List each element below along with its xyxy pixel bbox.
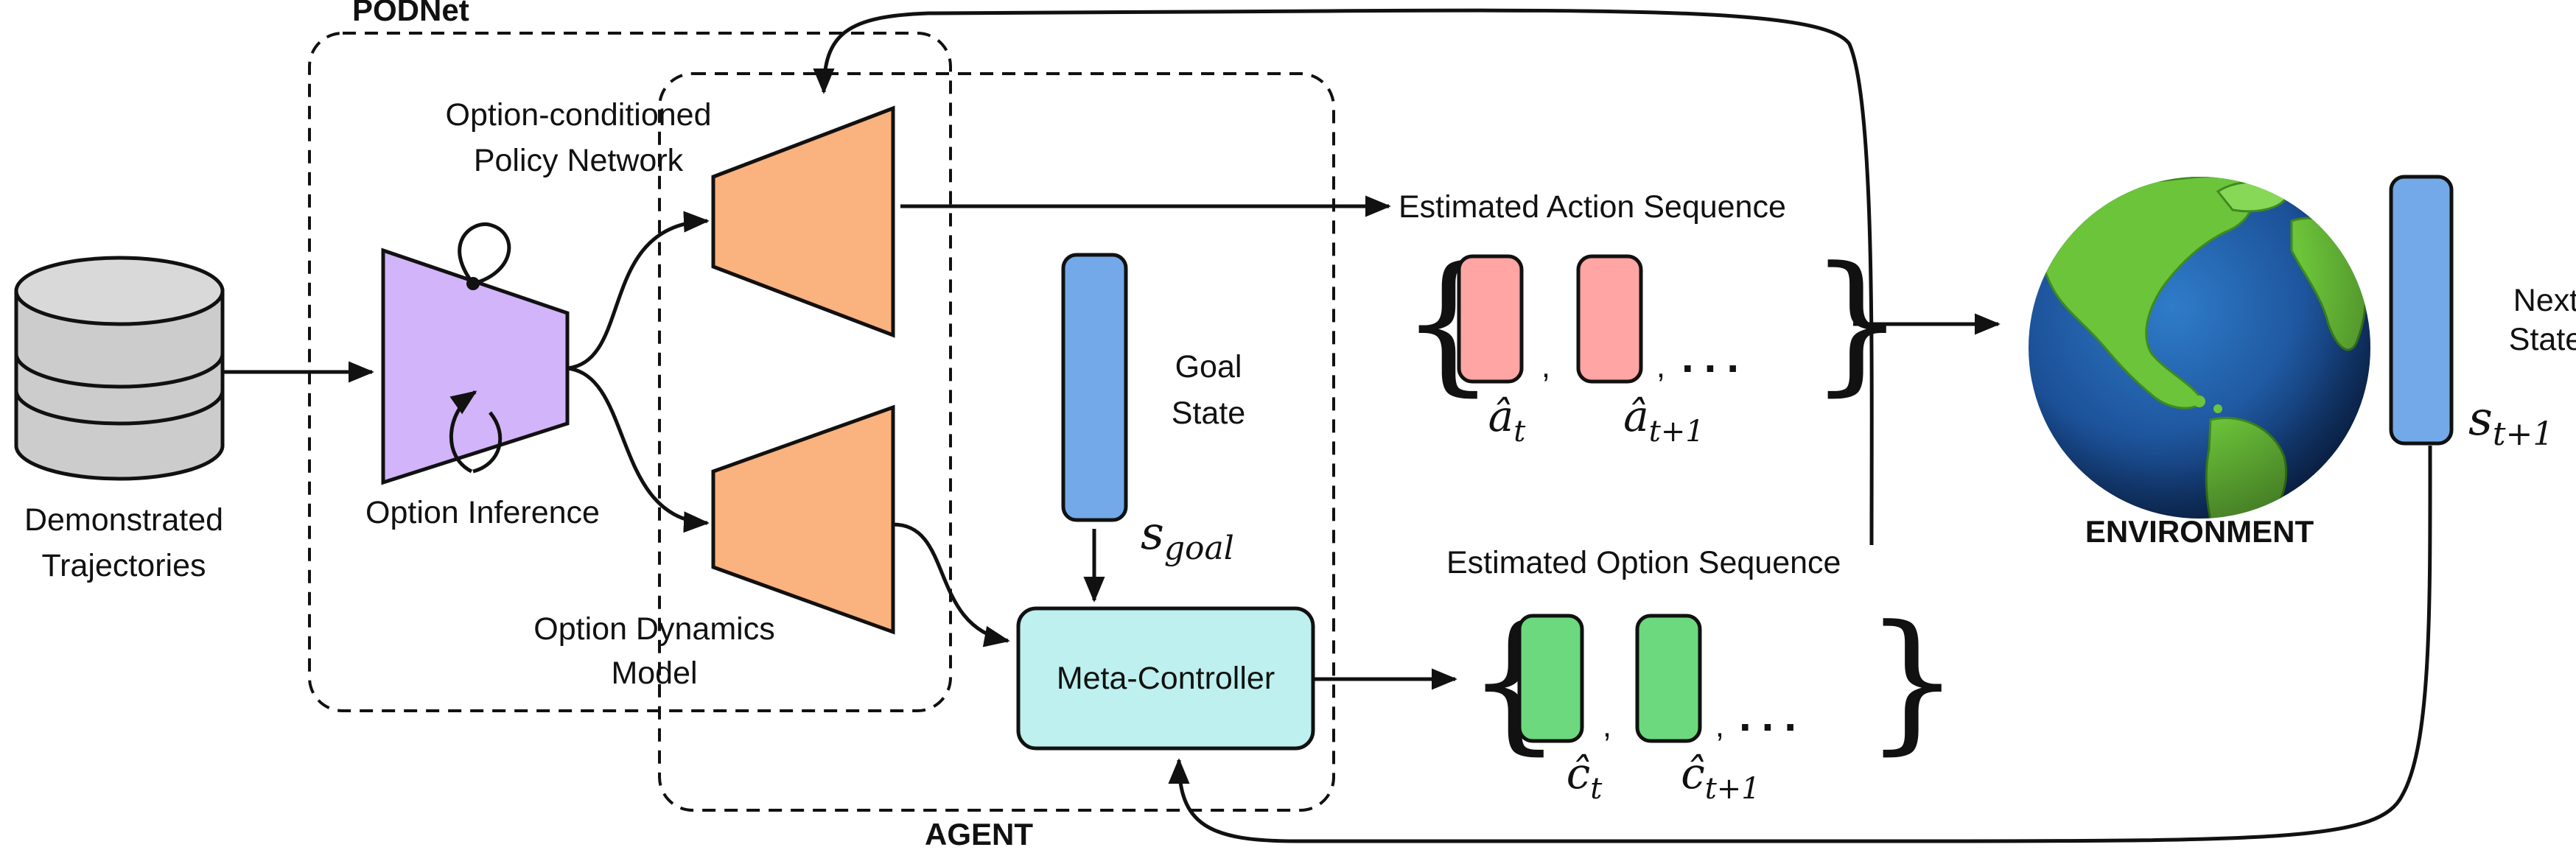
arrow-options-feedback-to-policy [813,8,1874,546]
next-state-label-line1: Next [2513,283,2576,318]
database-icon [14,256,225,481]
action-item-2-symbol: ât+1 [1623,391,1704,449]
recurrent-loop-icon [449,222,511,474]
input-label-line1: Demonstrated [24,502,223,538]
input-label-line2: Trajectories [41,548,206,583]
goal-label-line2: State [1172,396,1245,431]
option-token-1 [1517,614,1584,743]
next-state-symbol: st+1 [2468,392,2553,453]
option-item-1-symbol: ĉt [1567,748,1603,806]
next-state-label-line2: State [2509,322,2576,357]
goal-label-line1: Goal [1175,349,1242,384]
action-token-1 [1457,254,1524,384]
arrow-inference-to-dynamics [567,366,710,533]
agent-group-box [658,72,1335,812]
action-ellipsis: ... [1681,332,1749,382]
meta-controller-label: Meta-Controller [1057,661,1275,696]
option-dynamics-label-line2: Model [611,656,697,691]
agent-title: AGENT [925,817,1033,850]
action-sequence-label: Estimated Action Sequence [1399,189,1786,225]
podnet-title: PODNet [352,0,469,27]
policy-network-label-line2: Policy Network [474,143,684,178]
option-inference-block [381,247,570,485]
action-item-1-symbol: ât [1488,391,1527,449]
arrow-dynamics-to-meta [892,522,1010,647]
option-dynamics-block [711,404,895,635]
environment-label: ENVIRONMENT [2085,514,2314,549]
option-ellipsis: ... [1739,691,1807,740]
arrow-inference-to-policy [567,211,710,370]
option-inference-label: Option Inference [365,495,600,530]
policy-network-label-line1: Option-conditioned [446,97,712,133]
action-separator-1: , [1541,349,1550,384]
next-state-vector [2389,175,2454,446]
policy-network-block [711,105,895,338]
goal-state-vector [1061,253,1128,522]
option-dynamics-label-line1: Option Dynamics [533,611,774,647]
goal-symbol: sgoal [1141,506,1234,567]
globe-icon [2029,177,2370,519]
option-sequence-label: Estimated Option Sequence [1446,545,1841,580]
action-token-2 [1576,254,1643,384]
option-separator-1: , [1603,709,1611,744]
option-separator-2: , [1715,709,1724,744]
option-token-2 [1635,614,1702,743]
arrow-next-state-to-meta [1168,445,2432,843]
option-item-2-symbol: ĉt+1 [1681,748,1760,806]
option-close-brace: } [1864,594,1960,769]
action-separator-2: , [1656,349,1665,384]
